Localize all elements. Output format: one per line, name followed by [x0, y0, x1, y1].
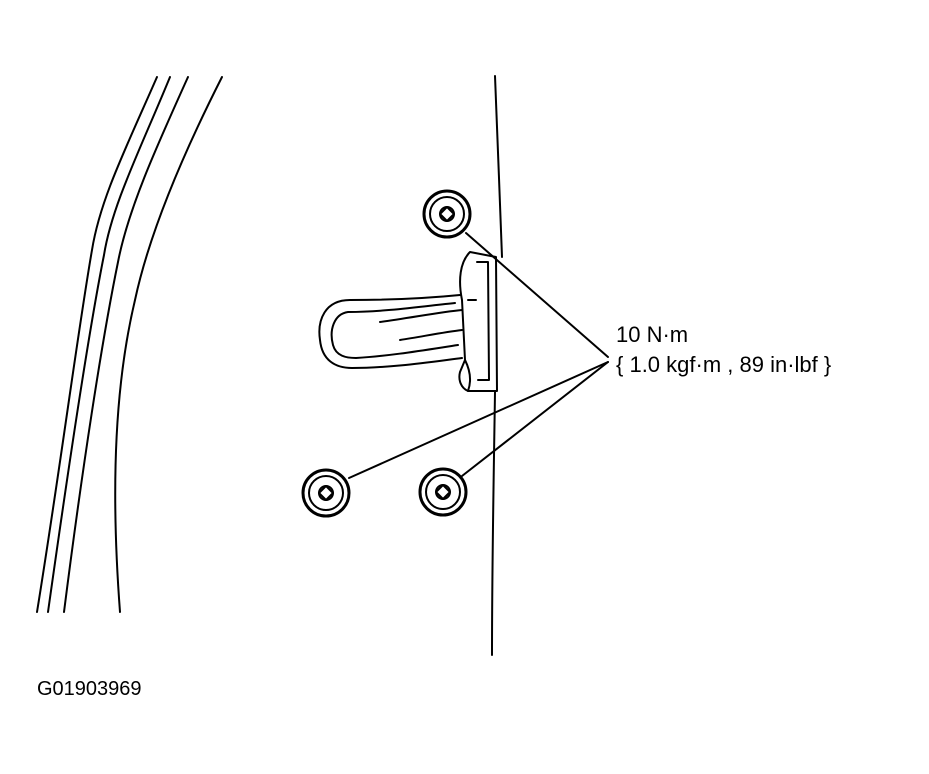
leader-lines: [348, 232, 609, 479]
body-panel-edge: [491, 75, 503, 656]
figure-code: G01903969: [37, 678, 142, 700]
door-pillar-edge: [36, 76, 223, 613]
bolt-icon: [301, 468, 351, 518]
torque-conversion: { 1.0 kgf·m , 89 in·lbf }: [616, 352, 832, 377]
torque-callout: 10 N·m { 1.0 kgf·m , 89 in·lbf }: [616, 320, 831, 380]
torque-value: 10 N·m: [616, 322, 689, 347]
bolt-icon: [418, 467, 468, 517]
door-striker: [318, 251, 498, 392]
bolt-icon: [422, 189, 472, 239]
